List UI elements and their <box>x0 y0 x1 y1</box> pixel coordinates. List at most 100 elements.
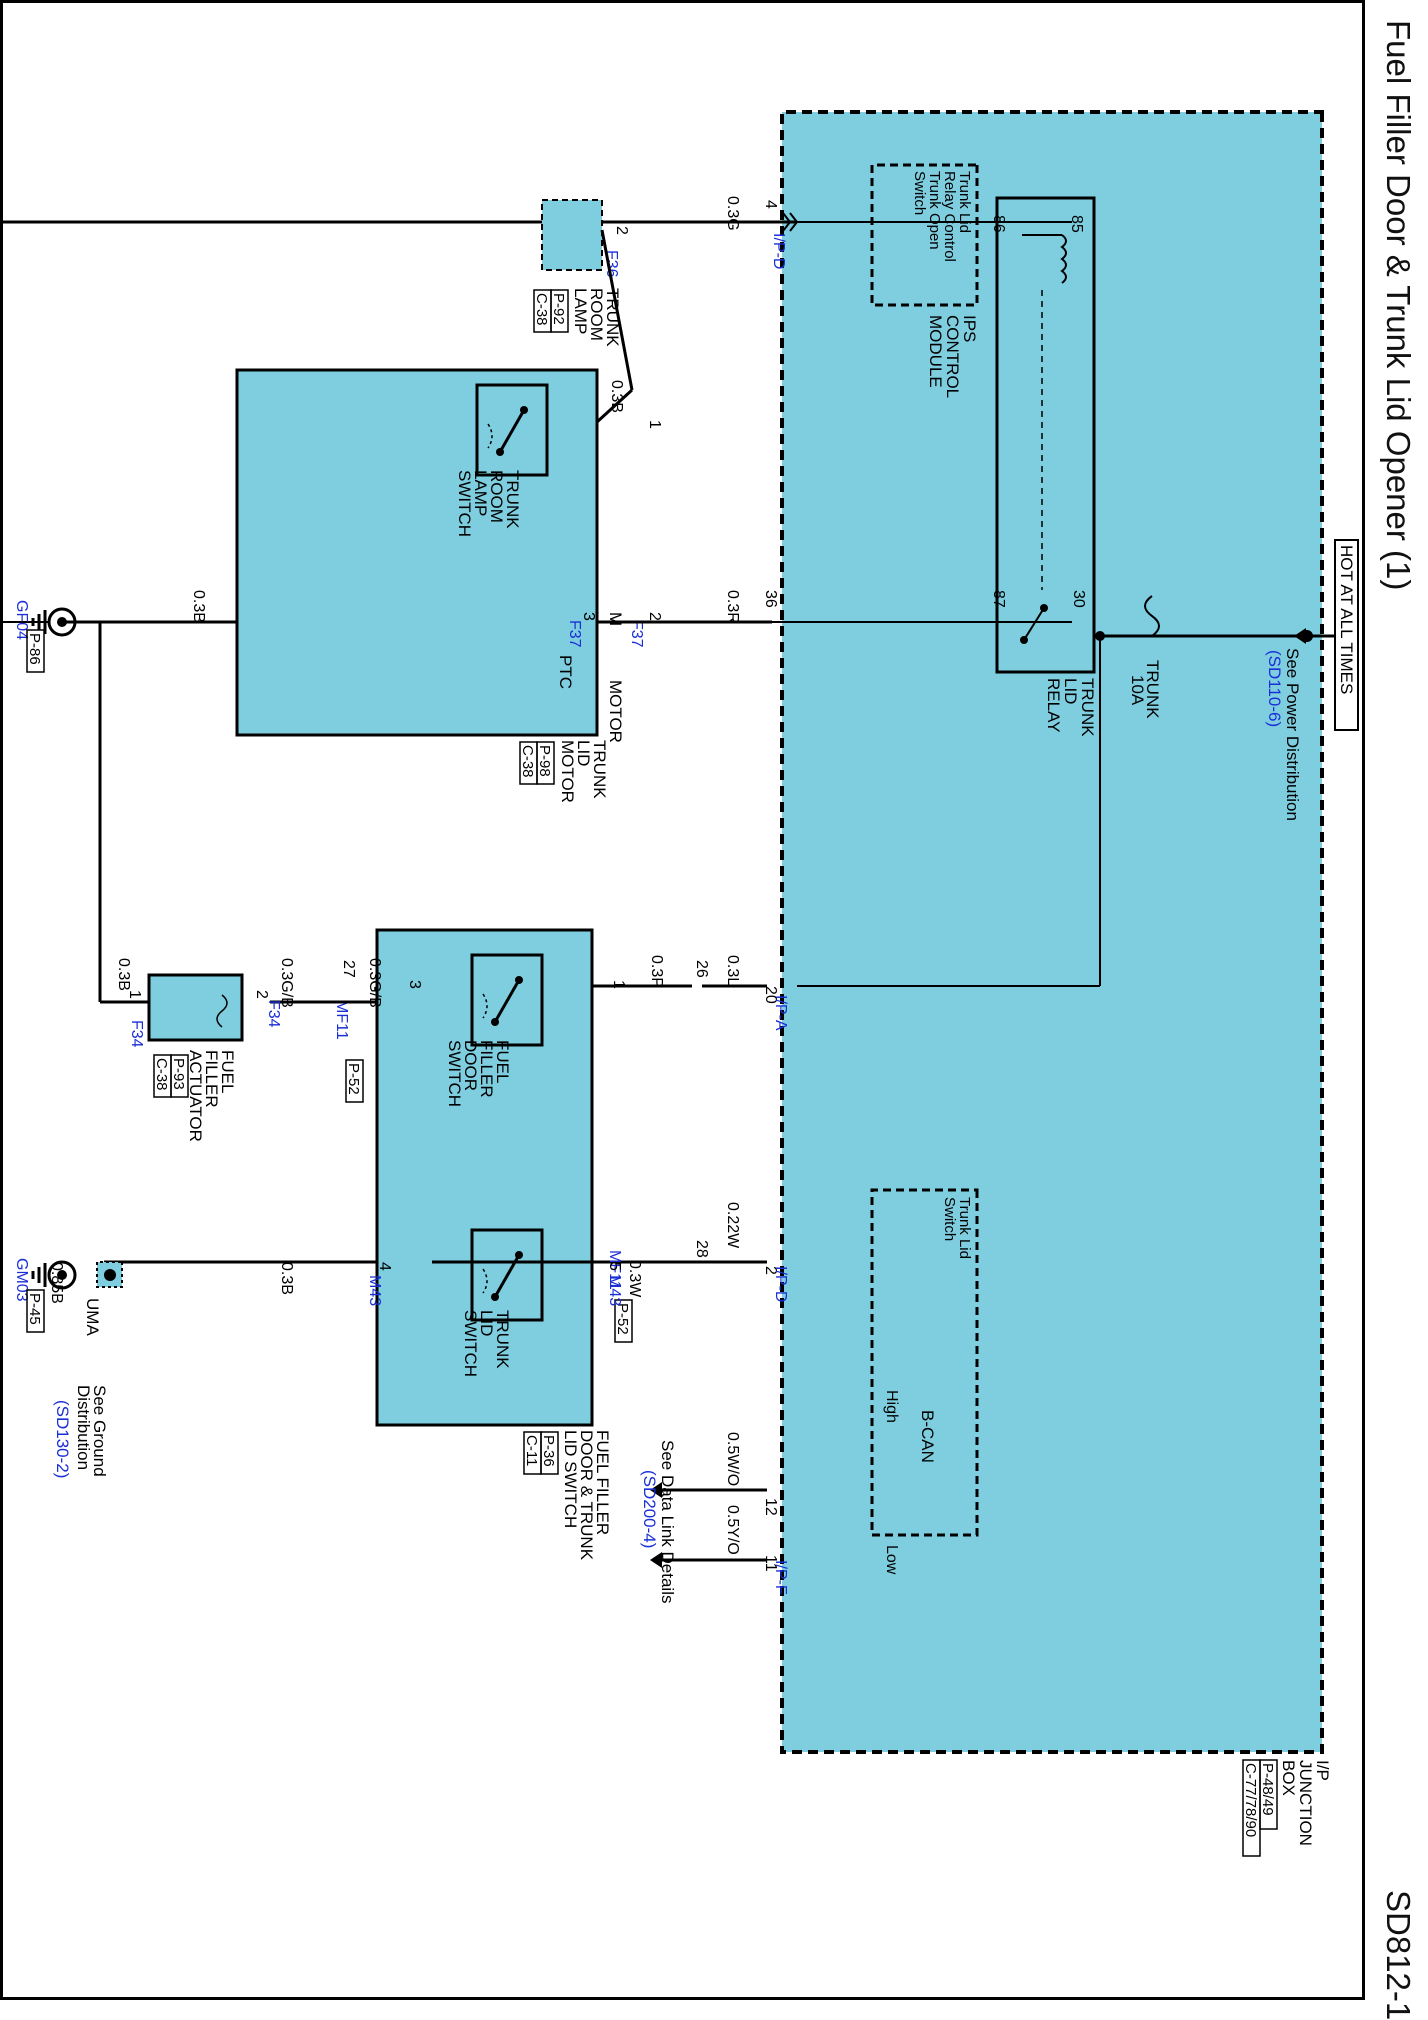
wire-085B: 0.85B <box>48 1262 65 1304</box>
ffd-pin-3: 3 <box>406 980 423 989</box>
motor-ref-1: P-98 <box>536 745 553 777</box>
tls-label-3: SWITCH <box>461 1310 480 1377</box>
lamp-pin-2: 2 <box>613 226 630 235</box>
gm03-ground-center <box>57 1270 67 1280</box>
junction-box-outline <box>780 110 1324 1754</box>
motor-box-label-2: LID <box>574 740 593 766</box>
ffd-label-1: FUEL <box>493 1040 512 1083</box>
switch-box <box>375 928 594 1427</box>
jbox-ref-1: P-48/49 <box>1259 1763 1276 1816</box>
motor-switch-label-2: ROOM <box>487 470 506 523</box>
motor-switch-label-4: SWITCH <box>455 470 474 537</box>
motor-switch-label-1: TRUNK <box>503 470 522 529</box>
mf11-a: MF11 <box>333 1000 350 1040</box>
relay-box <box>995 196 1096 674</box>
switch-box-label-2: DOOR & TRUNK <box>577 1430 596 1561</box>
motor-ref-2: C-38 <box>519 745 536 778</box>
see-ground-1: See Ground <box>90 1385 109 1477</box>
gm03-ref-box-1 <box>26 1289 45 1333</box>
wire-05YO-label: 0.5Y/O <box>724 1505 741 1555</box>
tls-label-2: LID <box>477 1310 496 1336</box>
act-label-2: FILLER <box>202 1050 221 1108</box>
actuator-coil <box>216 994 228 1028</box>
fuse-name: TRUNK <box>1143 660 1162 719</box>
lamp-name-1: TRUNK <box>603 288 622 347</box>
ffd-label-4: SWITCH <box>445 1040 464 1107</box>
gf04-ref-1: P-86 <box>26 633 43 665</box>
switch-box-label-3: LID SWITCH <box>561 1430 580 1528</box>
mf11-b: MF11 <box>606 1250 623 1290</box>
motor-pin-2: 2 <box>646 612 663 621</box>
act-pin-2: 2 <box>253 990 270 999</box>
switch-ref-box-2 <box>523 1431 542 1475</box>
mf11-b-ref-box-1 <box>614 1299 633 1343</box>
motor-ref-box-2 <box>519 741 538 785</box>
trunk-lid-switch-contact <box>491 1293 499 1301</box>
relay-name-3: RELAY <box>1044 678 1063 733</box>
relay-contact-blade <box>1023 607 1045 641</box>
ffd-pin-1: 1 <box>610 980 627 989</box>
see-ground-2: Distribution <box>74 1385 93 1470</box>
tls-conn-5: M43 <box>606 1275 623 1306</box>
bcan-low-arrow <box>650 1552 662 1568</box>
conn-ipd2: I/P-D <box>772 1266 789 1302</box>
wire-022W-label: 0.22W <box>724 1202 741 1249</box>
bcan-low: Low <box>883 1545 900 1575</box>
wire-03W-label: 0.3W <box>626 1260 643 1298</box>
fuel-filler-actuator <box>147 973 244 1042</box>
pin-36: 36 <box>762 590 779 608</box>
ips-top-label-1: IPS <box>960 315 979 342</box>
trunk-lid-switch-arc <box>482 1268 488 1294</box>
pin-2: 2 <box>762 1266 779 1275</box>
jbox-ref-2: C-77/78/90 <box>1242 1763 1259 1837</box>
tls-label-1: TRUNK <box>493 1310 512 1369</box>
act-ref-2: C-38 <box>153 1058 170 1091</box>
jbox-ref-box-2 <box>1242 1759 1261 1857</box>
switch-ref-1: P-36 <box>540 1435 557 1467</box>
wire-03B-a: 0.3B <box>608 380 625 413</box>
act-label-1: FUEL <box>218 1050 237 1093</box>
motor-box-label-1: TRUNK <box>590 740 609 799</box>
fuel-filler-door-switch-contact <box>491 1018 499 1026</box>
relay-pin-85: 85 <box>1068 215 1085 233</box>
pin-20: 20 <box>762 986 779 1004</box>
wire-03GB-a: 0.3G/B <box>366 958 383 1008</box>
act-ref-1: P-93 <box>170 1058 187 1090</box>
trunk-room-lamp-switch-arc <box>487 423 493 449</box>
lamp-name-2: ROOM <box>587 288 606 341</box>
gf04-label: GF04 <box>13 600 30 640</box>
wire-03GB-b: 0.3G/B <box>278 958 295 1008</box>
relay-pin-87: 87 <box>990 590 1007 608</box>
fuel-filler-door-switch-arc <box>482 993 488 1019</box>
motor-pin-1: 1 <box>646 420 663 429</box>
conn-ipf: I/P-F <box>772 1560 789 1595</box>
mf11-a-ref-1: P-52 <box>345 1063 362 1095</box>
pin-4: 4 <box>762 200 779 209</box>
wire-03L-label: 0.3L <box>724 955 741 986</box>
motor-pin-3: 3 <box>580 612 597 621</box>
trunk-lid-switch-box <box>470 1228 544 1322</box>
act-label-3: ACTUATOR <box>186 1050 205 1142</box>
ptc-label: PTC <box>556 655 575 689</box>
fuse-rating: 10A <box>1128 675 1147 706</box>
relay-contact-point <box>1020 636 1028 644</box>
ffd-label-2: FILLER <box>477 1040 496 1098</box>
tls-conn-4: M43 <box>366 1275 383 1306</box>
lamp-ref-2: C-38 <box>533 293 550 326</box>
trunk-room-lamp <box>541 199 603 271</box>
relay-name-1: TRUNK <box>1078 678 1097 737</box>
wire-03G-label: 0.3G <box>724 196 741 231</box>
tls-pin-5: 5 <box>606 1262 623 1271</box>
page-title: Fuel Filler Door & Trunk Lid Opener (1) <box>1380 20 1417 591</box>
see-data-label: See Data Link Details <box>658 1440 677 1603</box>
motor-conn-2: F37 <box>628 620 645 648</box>
ips-top-label-2: CONTROL <box>943 315 962 398</box>
act-ref-box-2 <box>153 1054 172 1098</box>
gf04-ref-box-1 <box>26 629 45 673</box>
lamp-name-3: LAMP <box>571 288 590 334</box>
ips-bot-outline <box>870 1188 979 1537</box>
wire-03B-b: 0.3B <box>190 590 207 623</box>
jbox-line-3: BOX <box>1279 1760 1298 1796</box>
